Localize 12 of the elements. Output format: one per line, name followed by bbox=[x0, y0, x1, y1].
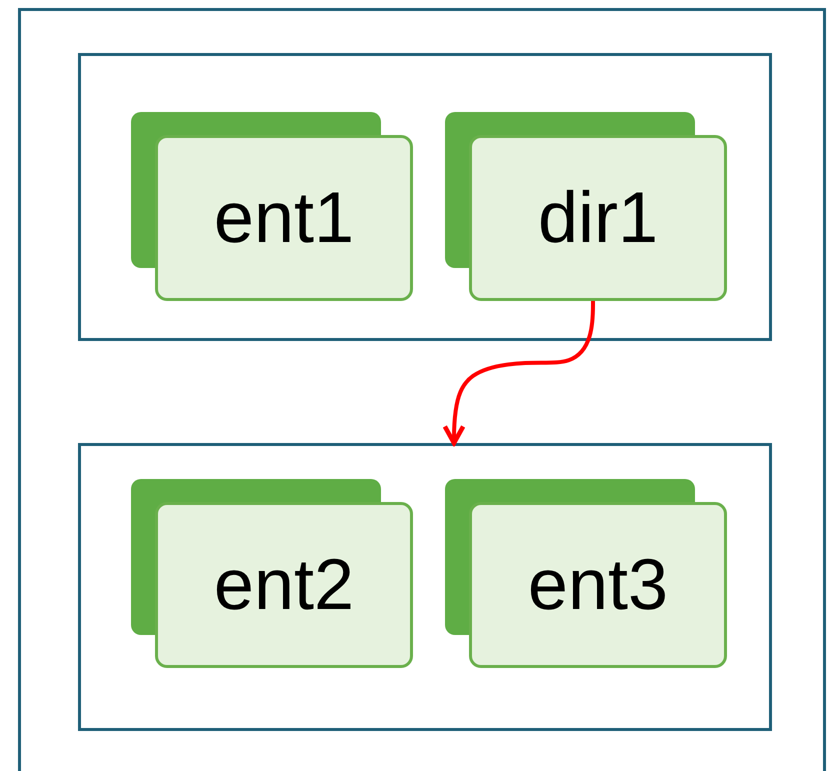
entity-label: ent2 bbox=[214, 549, 354, 621]
container-box bbox=[78, 443, 772, 731]
container-box bbox=[78, 53, 772, 341]
entity-label: ent1 bbox=[214, 182, 354, 254]
entity-card bbox=[155, 135, 413, 301]
entity-card bbox=[469, 135, 727, 301]
entity-card bbox=[469, 502, 727, 668]
entity-card bbox=[155, 502, 413, 668]
container-box bbox=[18, 8, 826, 771]
entity-label: dir1 bbox=[538, 182, 658, 254]
curved-arrow bbox=[442, 298, 595, 446]
entity-label: ent3 bbox=[528, 549, 668, 621]
